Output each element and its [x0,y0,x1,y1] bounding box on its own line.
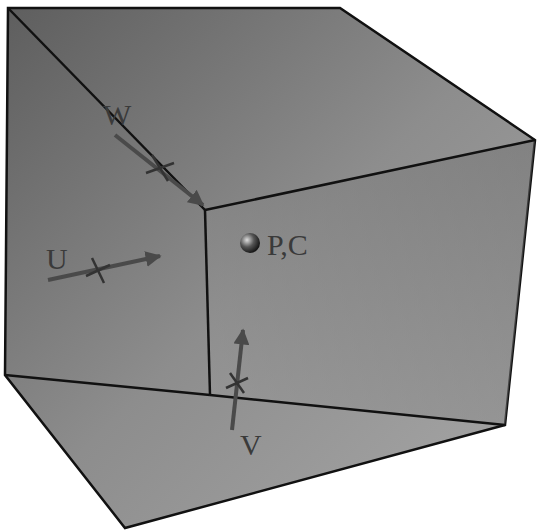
cell-center-sphere [240,233,260,253]
cube-outline [5,8,535,528]
variable-label: U [46,244,68,274]
variable-label: P,C [267,230,308,260]
back-face [205,140,535,425]
staggered-node-marks [86,155,248,393]
variable-label: W [103,100,131,130]
velocity-arrows [48,135,243,430]
variable-label: V [240,430,262,460]
cube-edges [5,8,535,425]
